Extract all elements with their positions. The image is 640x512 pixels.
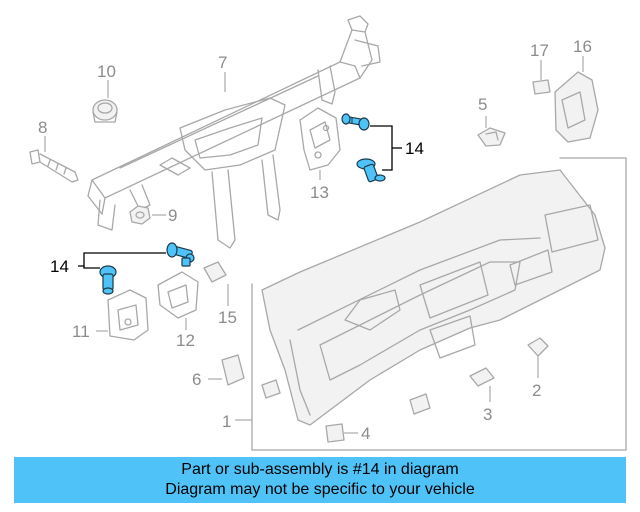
clip-part-4[interactable] [325,423,358,443]
banner-line-1: Part or sub-assembly is #14 in diagram [181,461,459,478]
bolt-part-8[interactable] [29,149,79,183]
callout-12: 12 [176,331,195,350]
bracket-part-6[interactable] [208,354,245,386]
clip-part-17[interactable] [532,60,551,95]
callout-7: 7 [218,53,227,72]
clip-part-5[interactable] [477,116,506,147]
bolt-14-a[interactable] [341,113,370,131]
grommet-part-10[interactable] [92,99,118,123]
panel-clips [261,379,431,415]
clip-part-15[interactable] [203,261,229,306]
callout-9: 9 [168,206,177,225]
callout-3: 3 [483,405,492,424]
bolt-14-c[interactable] [99,265,117,295]
highlighted-bolts-part-14-lower[interactable] [78,242,195,295]
callout-11: 11 [72,322,90,341]
callout-5: 5 [478,95,487,114]
nut-part-9[interactable] [129,205,166,225]
info-banner: Part or sub-assembly is #14 in diagram D… [14,457,626,503]
cross-car-beam-part-7[interactable] [87,15,381,249]
callout-17: 17 [530,41,549,60]
bracket-part-11[interactable] [96,289,149,341]
side-cover-part-16[interactable] [554,56,599,143]
callout-14-lower: 14 [50,257,69,276]
parts-diagram: 1 2 3 4 5 6 7 8 9 10 11 12 13 14 14 15 1… [29,15,627,451]
callout-1: 1 [222,412,231,431]
bracket-part-13[interactable] [299,107,341,180]
callout-4: 4 [361,424,370,443]
callout-2: 2 [532,381,541,400]
callout-6: 6 [192,370,201,389]
clip-part-2[interactable] [527,337,549,378]
callout-14-upper: 14 [405,139,424,158]
bolt-14-d[interactable] [166,242,195,267]
callout-15: 15 [218,308,237,327]
bolt-14-b[interactable] [356,158,386,183]
callout-13: 13 [310,183,329,202]
callout-10: 10 [97,62,116,81]
banner-line-2: Diagram may not be specific to your vehi… [165,481,475,498]
callout-8: 8 [38,118,47,137]
highlighted-bolts-part-14-upper[interactable] [341,113,402,183]
clip-part-3[interactable] [469,367,495,402]
bracket-part-12[interactable] [157,271,199,330]
instrument-panel-part-1[interactable] [235,157,627,451]
leader-lines [44,72,226,152]
callout-16: 16 [573,37,592,56]
